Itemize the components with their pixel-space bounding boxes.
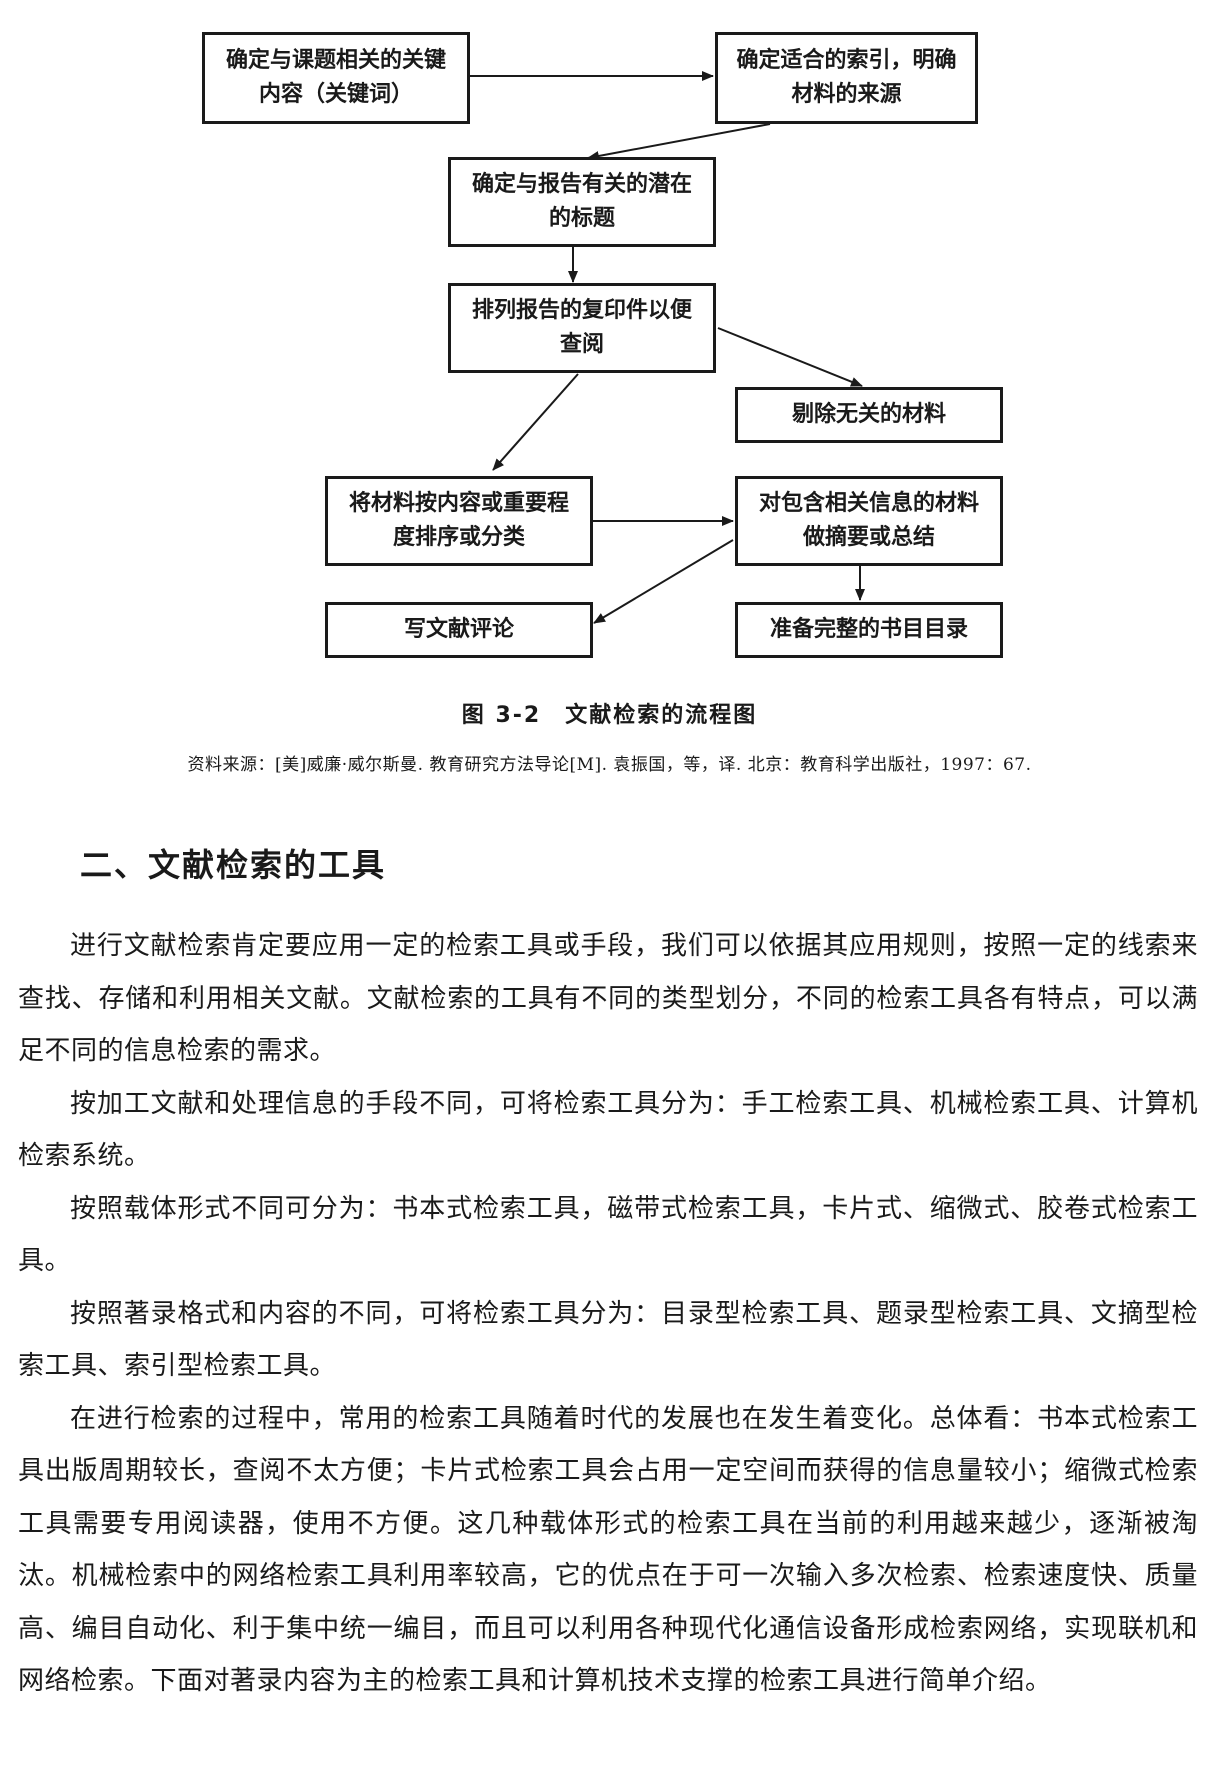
paragraph: 按加工文献和处理信息的手段不同，可将检索工具分为：手工检索工具、机械检索工具、计… xyxy=(18,1088,1198,1172)
box-review: 写文献评论 xyxy=(325,602,593,658)
box-titles: 确定与报告有关的潜在的标题 xyxy=(448,157,716,247)
box-summary: 对包含相关信息的材料做摘要或总结 xyxy=(735,476,1003,566)
box-keywords: 确定与课题相关的关键内容（关键词） xyxy=(202,32,470,124)
flowchart-arrows xyxy=(468,71,865,624)
figure-source: 资料来源：[美]威廉·威尔斯曼. 教育研究方法导论[M]. 袁振国，等，译. 北… xyxy=(187,755,1032,775)
body-text: 进行文献检索肯定要应用一定的检索工具或手段，我们可以依据其应用规则，按照一定的线… xyxy=(18,920,1198,1708)
box-remove: 剔除无关的材料 xyxy=(735,387,1003,443)
box-index: 确定适合的索引，明确材料的来源 xyxy=(715,32,978,124)
box-arrange: 排列报告的复印件以便查阅 xyxy=(448,283,716,373)
flowchart: 确定与课题相关的关键内容（关键词） 确定适合的索引，明确材料的来源 确定与报告有… xyxy=(0,0,1219,680)
box-sort: 将材料按内容或重要程度排序或分类 xyxy=(325,476,593,566)
paragraph: 在进行检索的过程中，常用的检索工具随着时代的发展也在发生着变化。总体看：书本式检… xyxy=(18,1403,1198,1697)
arrow-arrange-to-remove xyxy=(717,327,863,387)
arrow-index-to-titles xyxy=(587,123,771,161)
box-bibliography: 准备完整的书目目录 xyxy=(735,602,1003,658)
arrow-arrange-to-sort xyxy=(492,373,579,471)
paragraph: 按照著录格式和内容的不同，可将检索工具分为：目录型检索工具、题录型检索工具、文摘… xyxy=(18,1298,1198,1382)
paragraph: 进行文献检索肯定要应用一定的检索工具或手段，我们可以依据其应用规则，按照一定的线… xyxy=(18,931,1198,1066)
arrow-summary-to-review xyxy=(593,539,734,624)
section-heading: 二、文献检索的工具 xyxy=(80,846,387,884)
figure-title: 图 3-2 文献检索的流程图 xyxy=(461,703,758,728)
paragraph: 按照载体形式不同可分为：书本式检索工具，磁带式检索工具，卡片式、缩微式、胶卷式检… xyxy=(18,1193,1198,1277)
